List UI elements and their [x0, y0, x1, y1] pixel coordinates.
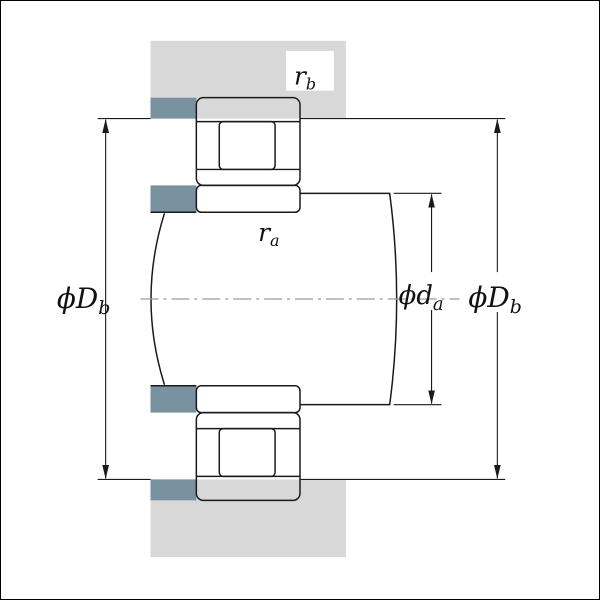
da-sub: a: [433, 294, 444, 315]
rb-sub: b: [306, 75, 316, 94]
housing-shoulder-top: [150, 97, 197, 119]
Db-right-label: ϕDb: [468, 281, 522, 318]
bearing-bottom-roller: [218, 427, 276, 478]
bearing-bottom-inner-ring: [195, 384, 301, 414]
bearing-top: [195, 96, 301, 214]
ra-sub: a: [270, 231, 280, 250]
Db-left-label: ϕDb: [57, 282, 111, 319]
housing-fillet-label: rb: [294, 62, 316, 94]
da-main: ϕd: [399, 281, 433, 311]
extension-lines: [97, 118, 506, 480]
da-label: ϕda: [399, 281, 444, 315]
bearing-bottom: [195, 384, 301, 502]
shaft-shoulder-top: [150, 185, 197, 213]
housing-shoulder-bottom: [150, 479, 197, 501]
rb-main: r: [294, 62, 308, 91]
bearing-top-inner-ring: [195, 184, 301, 214]
shaft-shoulder-bottom: [150, 385, 197, 413]
rb-label-background: [286, 50, 334, 91]
Db-left-main: ϕD: [57, 282, 98, 315]
Db-right-sub: b: [510, 296, 522, 318]
bearing-top-roller: [218, 120, 276, 171]
Db-left-sub: b: [98, 297, 110, 319]
ra-main: r: [258, 218, 272, 247]
shaft-fillet-label: ra: [258, 218, 279, 250]
Db-right-main: ϕD: [468, 281, 509, 314]
